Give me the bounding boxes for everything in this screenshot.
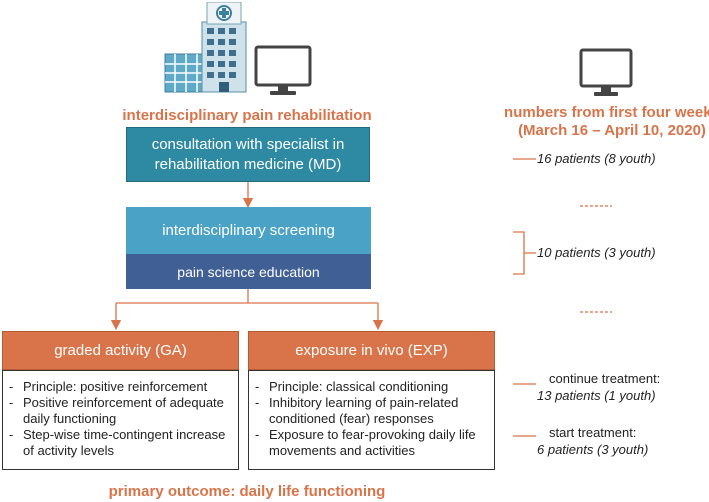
exposure-header: exposure in vivo (EXP) [248,331,495,370]
graded-activity-panel: Principle: positive reinforcement Positi… [2,370,239,470]
primary-outcome: primary outcome: daily life functioning [108,483,386,500]
list-item: Principle: classical conditioning [253,379,488,395]
consultation-line1: consultation with specialist in [151,135,345,153]
list-item: Step-wise time-contingent increase of ac… [7,427,232,459]
list-item: Positive reinforcement of adequate daily… [7,395,232,427]
list-item: Principle: positive reinforcement [7,379,232,395]
start-label: start treatment: [549,425,637,440]
right-title-line2: (March 16 – April 10, 2020) [518,122,706,139]
continue-value: 13 patients (1 youth) [537,388,656,403]
graded-activity-header: graded activity (GA) [2,331,239,370]
consultation-box: consultation with specialist in rehabili… [126,127,370,182]
computer-monitor-icon [579,48,633,96]
computer-monitor-icon [254,45,312,95]
screening-count: 10 patients (3 youth) [537,245,656,260]
hospital-building-icon [164,2,247,93]
list-item: Exposure to fear-provoking daily life mo… [253,427,488,459]
exposure-panel: Principle: classical conditioning Inhibi… [248,370,495,470]
continue-treatment: continue treatment: 13 patients (1 youth… [537,370,661,404]
right-title: numbers from first four weeks (March 16 … [502,104,709,140]
start-treatment: start treatment: 6 patients (3 youth) [537,424,648,458]
screening-box: interdisciplinary screening [126,207,371,254]
right-title-line1: numbers from first four weeks [504,104,709,121]
consultation-line2: rehabilitation medicine (MD) [154,155,342,173]
education-box: pain science education [126,254,371,289]
start-value: 6 patients (3 youth) [537,442,649,457]
consultation-count: 16 patients (8 youth) [537,151,656,166]
continue-label: continue treatment: [549,371,661,386]
list-item: Inhibitory learning of pain-related cond… [253,395,488,427]
left-title: interdisciplinary pain rehabilitation [122,107,372,124]
